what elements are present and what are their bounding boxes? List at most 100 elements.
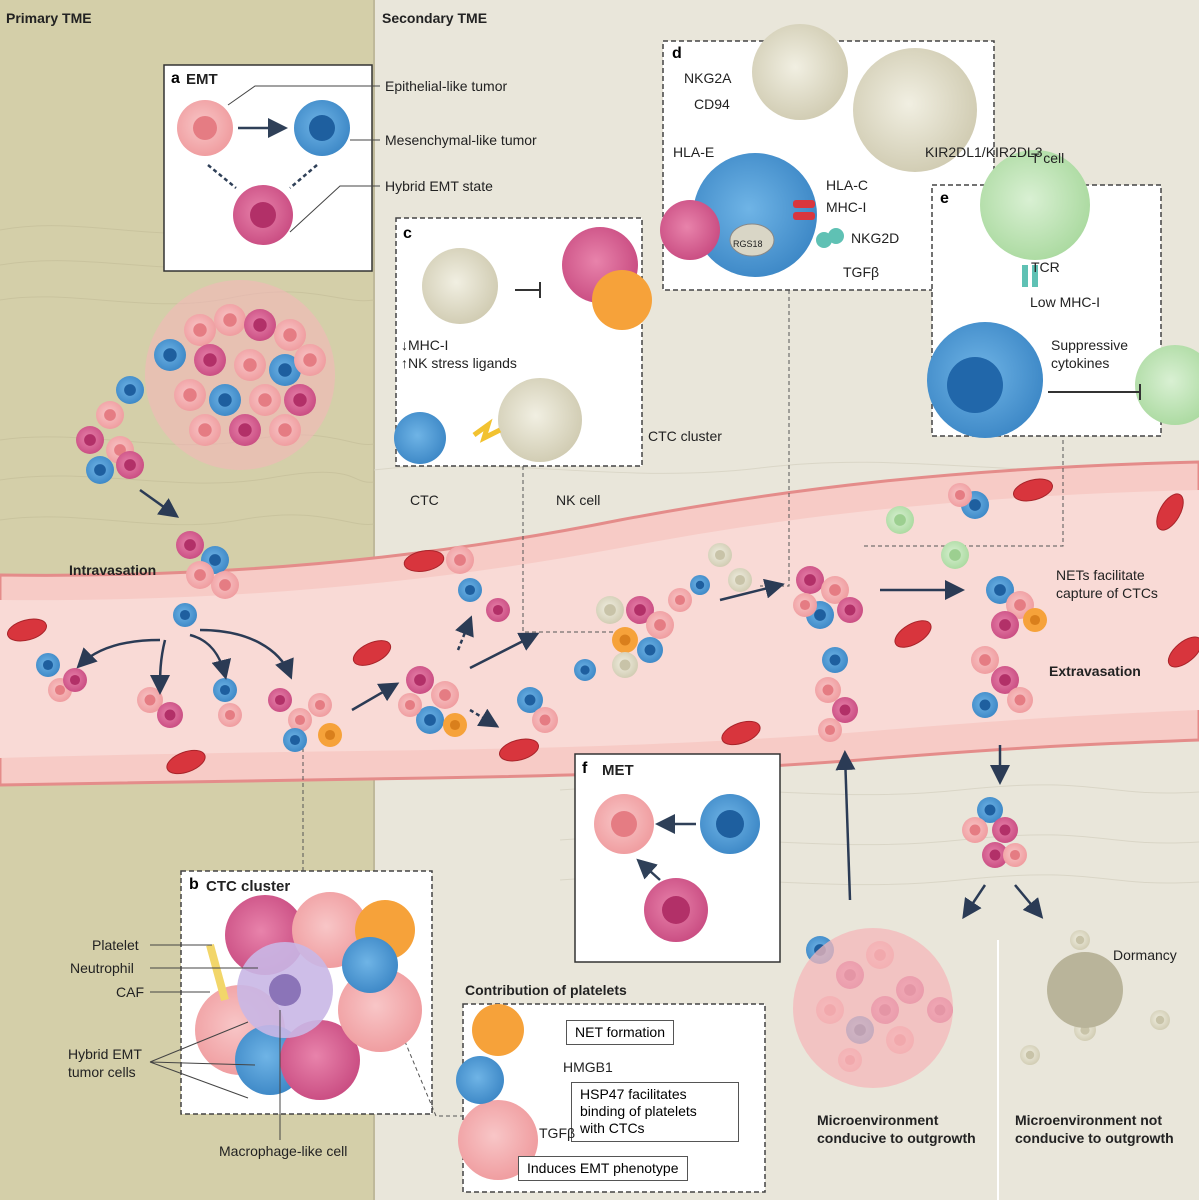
panel-d-cells: [660, 24, 977, 277]
platelet-label: Platelet: [92, 937, 139, 953]
cytokines-label-2: cytokines: [1051, 355, 1110, 371]
panel-b-title: CTC cluster: [206, 878, 291, 895]
cell-nucleus: [278, 363, 292, 377]
cell-nucleus: [984, 804, 996, 816]
panel-e-cells: [927, 150, 1199, 438]
cell-nucleus: [1029, 614, 1041, 626]
hybrid-emt-b-label-1: Hybrid EMT: [68, 1046, 142, 1062]
cell-nucleus: [144, 694, 156, 706]
cell-nucleus: [1025, 1050, 1035, 1060]
cell-nucleus: [1009, 849, 1021, 861]
cd94-label: CD94: [694, 96, 730, 112]
cell-nucleus: [203, 353, 217, 367]
rgs18-label: RGS18: [733, 239, 763, 249]
hsp47-line-1: HSP47 facilitates: [580, 1086, 687, 1102]
cell-nucleus: [734, 574, 746, 586]
cell-nucleus: [198, 423, 212, 437]
cell-nucleus: [193, 323, 207, 337]
tcr-label: TCR: [1031, 259, 1060, 275]
secondary-tme-label: Secondary TME: [382, 10, 488, 26]
cell-nucleus: [969, 824, 981, 836]
cell-nucleus: [164, 709, 176, 721]
cell-nucleus: [654, 619, 666, 631]
cell-nucleus: [449, 719, 461, 731]
cell-nucleus: [619, 659, 631, 671]
cell-nucleus: [294, 714, 306, 726]
induces-emt-box: Induces EMT phenotype: [518, 1156, 688, 1181]
not-conducive-label-1: Microenvironment not: [1015, 1112, 1163, 1128]
cytokines-label-1: Suppressive: [1051, 337, 1129, 353]
cell-nucleus: [999, 824, 1011, 836]
extravasation-label: Extravasation: [1049, 663, 1141, 679]
cell-nucleus: [414, 674, 426, 686]
cell-nucleus: [124, 384, 136, 396]
ctc-label: CTC: [410, 492, 439, 508]
ctc-cluster-label: CTC cluster: [648, 428, 722, 444]
macrophage-label: Macrophage-like cell: [219, 1143, 348, 1159]
caf-label: CAF: [116, 984, 144, 1000]
net-formation-box: NET formation: [566, 1020, 674, 1045]
cell-nucleus: [580, 665, 590, 675]
cell-nucleus: [219, 579, 231, 591]
hmgb1-label: HMGB1: [563, 1059, 613, 1075]
cell-nucleus: [1155, 1015, 1165, 1025]
conducive-label-1: Microenvironment: [817, 1112, 939, 1128]
cell-nucleus: [283, 328, 297, 342]
mesenchymal-label: Mesenchymal-like tumor: [385, 132, 537, 148]
mhc-i-label: MHC-I: [826, 199, 867, 215]
hybrid-emt-label: Hybrid EMT state: [385, 178, 493, 194]
cell-nucleus: [324, 729, 336, 741]
conducive-label-2: conducive to outgrowth: [817, 1130, 976, 1146]
panel-b-letter: b: [189, 876, 199, 893]
cell-nucleus: [104, 409, 116, 421]
panel-a-cells: [177, 100, 350, 245]
nets-label-2: capture of CTCs: [1056, 585, 1158, 601]
cell-nucleus: [194, 569, 206, 581]
epithelial-label: Epithelial-like tumor: [385, 78, 508, 94]
cell-nucleus: [954, 489, 966, 501]
cell-nucleus: [644, 644, 656, 656]
tgfb-d-label: TGFβ: [843, 264, 880, 280]
cell-nucleus: [1014, 599, 1026, 611]
cell-nucleus: [619, 634, 631, 646]
cell-nucleus: [814, 609, 826, 621]
mhc-down-label: ↓MHC-I: [401, 337, 449, 353]
cell-nucleus: [163, 348, 177, 362]
cell-nucleus: [524, 694, 536, 706]
flow-arrows: [76, 488, 1044, 920]
nkg2d-label: NKG2D: [851, 230, 900, 246]
cell-nucleus: [314, 699, 326, 711]
cell-nucleus: [183, 388, 197, 402]
panel-a-letter: a: [171, 70, 180, 87]
nk-cell-label: NK cell: [556, 492, 601, 508]
cell-nucleus: [258, 393, 272, 407]
neutrophil-label: Neutrophil: [70, 960, 134, 976]
hsp47-line-3: with CTCs: [580, 1120, 645, 1136]
cell-nucleus: [1014, 694, 1026, 706]
cell-nucleus: [979, 699, 991, 711]
cell-nucleus: [695, 580, 705, 590]
cell-nucleus: [238, 423, 252, 437]
red-blood-cells: [7, 478, 1199, 775]
hsp47-line-2: binding of platelets: [580, 1103, 697, 1119]
cell-nucleus: [219, 684, 231, 696]
cell-nucleus: [829, 654, 841, 666]
cell-nucleus: [439, 689, 451, 701]
cell-nucleus: [844, 604, 856, 616]
cell-nucleus: [604, 604, 616, 616]
cell-nucleus: [464, 584, 476, 596]
cell-nucleus: [454, 554, 466, 566]
cell-nucleus: [303, 353, 317, 367]
panel-d-letter: d: [672, 45, 682, 62]
tgfb-platelet-label: TGFβ: [539, 1125, 576, 1141]
cell-nucleus: [999, 674, 1011, 686]
cell-nucleus: [804, 574, 816, 586]
t-cell-label: T cell: [1031, 150, 1065, 166]
dormancy-label: Dormancy: [1113, 947, 1177, 963]
cell-nucleus: [894, 514, 906, 526]
cell-nucleus: [634, 604, 646, 616]
cell-nucleus: [209, 554, 221, 566]
cell-nucleus: [42, 659, 54, 671]
